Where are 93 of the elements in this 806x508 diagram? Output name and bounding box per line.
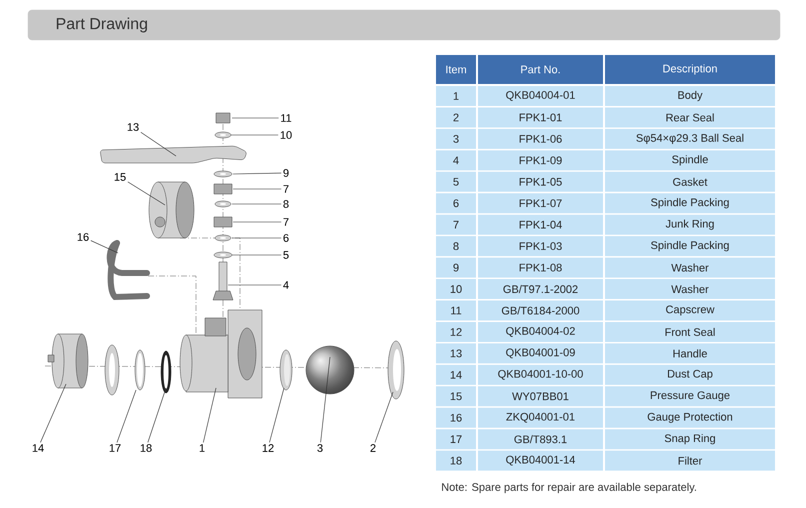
table-cell: FPK1-04 xyxy=(478,214,603,235)
callout-number: 17 xyxy=(110,444,121,452)
callout-number: 5 xyxy=(283,251,289,259)
table-cell: Spindle Packing xyxy=(605,193,775,214)
leader-line xyxy=(116,390,136,443)
table-header-cell: Part No. xyxy=(478,55,603,84)
leader-line xyxy=(202,388,216,443)
callout-number: 12 xyxy=(262,444,274,452)
callout-number: 2 xyxy=(370,444,376,452)
table-cell: QKB04001-14 xyxy=(478,450,603,471)
table-cell: Gasket xyxy=(605,172,775,192)
callout-number: 13 xyxy=(128,123,139,131)
table-cell: Junk Ring xyxy=(605,214,775,235)
table-cell: 13 xyxy=(436,343,476,364)
table-cell: GB/T97.1-2002 xyxy=(478,279,603,300)
table-cell: QKB04004-01 xyxy=(478,86,603,106)
table-cell: Gauge Protection xyxy=(605,408,775,428)
table-cell: Front Seal xyxy=(605,322,775,342)
table-cell: QKB04001-10-00 xyxy=(478,364,603,385)
table-cell: GB/T893.1 xyxy=(478,429,603,450)
leader-line xyxy=(140,132,176,156)
callout-number: 1 xyxy=(200,444,205,452)
table-cell: Washer xyxy=(605,258,775,278)
table-header-cell: Description xyxy=(605,55,775,84)
table-cell: Rear Seal xyxy=(605,107,775,128)
leader-line xyxy=(230,134,278,136)
table-cell: 4 xyxy=(436,150,476,170)
table-cell: QKB04004-02 xyxy=(478,322,603,342)
callout-number: 9 xyxy=(283,169,289,177)
callout-number: 11 xyxy=(281,114,292,122)
table-cell: Capscrew xyxy=(605,300,775,320)
table-cell: FPK1-03 xyxy=(478,236,603,256)
table-cell: 11 xyxy=(436,300,476,320)
leader-line xyxy=(148,388,166,443)
callout-number: 16 xyxy=(78,233,89,241)
table-cell: GB/T6184-2000 xyxy=(478,300,603,320)
leader-line xyxy=(40,384,66,443)
table-cell: ZKQ04001-01 xyxy=(478,408,603,428)
leader-line xyxy=(269,388,284,443)
callout-number: 7 xyxy=(284,185,289,193)
note: Note: Spare parts for repair are available separately. xyxy=(442,482,696,494)
table-cell: Spindle Packing xyxy=(605,236,775,256)
leader-line xyxy=(374,392,394,443)
table-cell: 6 xyxy=(436,193,476,214)
table-cell: 18 xyxy=(436,450,476,471)
table-cell: FPK1-05 xyxy=(478,172,603,192)
table-cell: FPK1-07 xyxy=(478,193,603,214)
table-cell: 2 xyxy=(436,107,476,128)
table-cell: 9 xyxy=(436,258,476,278)
table-cell: Spindle xyxy=(605,150,775,170)
table-cell: Pressure Gauge xyxy=(605,386,775,406)
leader-line xyxy=(90,240,118,254)
table-cell: 10 xyxy=(436,279,476,300)
table-cell: Dust Cap xyxy=(605,364,775,385)
table-cell: Filter xyxy=(605,450,775,471)
table-cell: 8 xyxy=(436,236,476,256)
callout-number: 6 xyxy=(284,234,289,242)
table-cell: 17 xyxy=(436,429,476,450)
table-cell: Body xyxy=(605,86,775,106)
table-cell: FPK1-06 xyxy=(478,128,603,149)
table-cell: 1 xyxy=(436,86,476,106)
callout-number: 8 xyxy=(283,200,289,208)
title-bar: Part Drawing xyxy=(28,10,780,40)
table-cell: Sφ54×φ29.3 Ball Seal xyxy=(605,128,775,149)
callout-number: 14 xyxy=(32,444,44,452)
table-cell: Washer xyxy=(605,279,775,300)
leader-line xyxy=(228,284,282,286)
callout-number: 7 xyxy=(284,218,289,226)
table-cell: FPK1-01 xyxy=(478,107,603,128)
table-cell: 15 xyxy=(436,386,476,406)
table-cell: Handle xyxy=(605,343,775,364)
callout-number: 3 xyxy=(317,444,323,452)
callout-number: 18 xyxy=(140,444,152,452)
table-cell: FPK1-08 xyxy=(478,258,603,278)
leader-line xyxy=(320,356,330,443)
leader-line xyxy=(232,172,282,174)
table-cell: FPK1-09 xyxy=(478,150,603,170)
table-cell: 14 xyxy=(436,364,476,385)
callout-number: 10 xyxy=(280,131,292,139)
table-cell: WY07BB01 xyxy=(478,386,603,406)
callout-number: 15 xyxy=(114,173,126,181)
leader-line xyxy=(128,182,166,206)
callout-number: 4 xyxy=(283,281,289,289)
table-cell: Snap Ring xyxy=(605,429,775,450)
table-cell: QKB04001-09 xyxy=(478,343,603,364)
leader-line xyxy=(232,188,282,190)
table-cell: 7 xyxy=(436,214,476,235)
table-header-cell: Item xyxy=(436,55,476,84)
table-cell: 5 xyxy=(436,172,476,192)
table-cell: 16 xyxy=(436,408,476,428)
leader-line xyxy=(232,254,282,256)
table-cell: 12 xyxy=(436,322,476,342)
table-cell: 3 xyxy=(436,128,476,149)
